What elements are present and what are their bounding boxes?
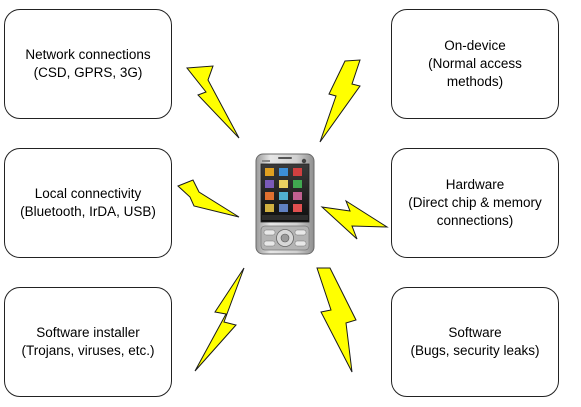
mobile-phone-icon <box>255 153 315 255</box>
software-installer-detail: (Trojans, viruses, etc.) <box>21 343 155 358</box>
hardware-title: Hardware <box>445 177 505 192</box>
software-box: Software (Bugs, security leaks) <box>391 287 559 397</box>
software-installer-box: Software installer (Trojans, viruses, et… <box>4 287 172 397</box>
software-title: Software <box>448 325 502 340</box>
hardware-box: Hardware (Direct chip & memory connectio… <box>391 148 559 258</box>
lightning-bolt-icon <box>194 267 245 372</box>
on-device-detail-2: methods) <box>446 74 504 89</box>
phone-screen-icons <box>262 168 308 220</box>
network-connections-box: Network connections (CSD, GPRS, 3G) <box>4 9 172 119</box>
local-connectivity-detail: (Bluetooth, IrDA, USB) <box>20 204 156 219</box>
on-device-detail-1: (Normal access <box>428 56 522 71</box>
hardware-detail-2: connections) <box>436 213 514 228</box>
hardware-detail-1: (Direct chip & memory <box>408 195 542 210</box>
local-connectivity-title: Local connectivity <box>34 186 142 201</box>
on-device-box: On-device (Normal access methods) <box>391 9 559 119</box>
lightning-bolt-icon <box>186 65 240 139</box>
on-device-title: On-device <box>444 38 506 53</box>
lightning-bolt-icon <box>316 267 357 373</box>
lightning-bolt-icon <box>319 59 361 143</box>
lightning-bolt-icon <box>320 199 389 240</box>
local-connectivity-box: Local connectivity (Bluetooth, IrDA, USB… <box>4 148 172 258</box>
network-connections-detail: (CSD, GPRS, 3G) <box>33 65 143 80</box>
lightning-bolt-icon <box>177 179 240 218</box>
software-installer-title: Software installer <box>36 325 140 340</box>
software-detail: (Bugs, security leaks) <box>410 343 540 358</box>
network-connections-title: Network connections <box>25 47 151 62</box>
